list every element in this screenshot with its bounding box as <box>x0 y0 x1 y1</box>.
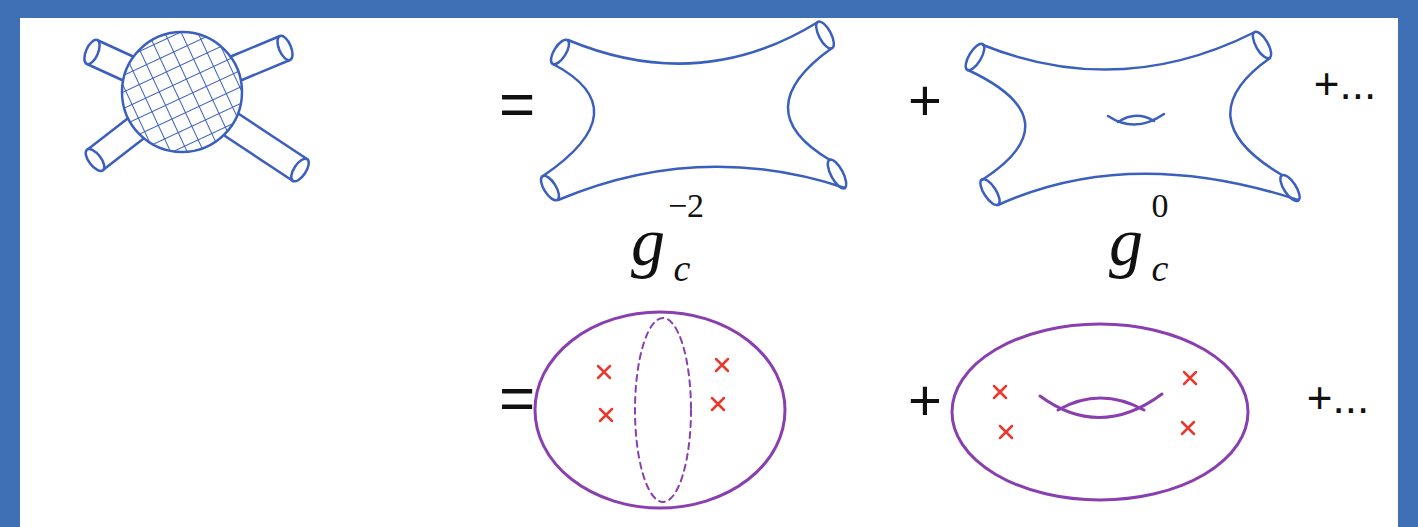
blob-diagram <box>274 34 295 63</box>
one-loop-surface <box>968 70 1025 180</box>
equals-sign: = <box>499 367 535 429</box>
one-loop-surface <box>962 29 1303 208</box>
vertex-operator-marks <box>600 409 612 421</box>
one-loop-surface <box>1118 116 1154 122</box>
torus-worldsheet <box>952 324 1248 500</box>
torus-worldsheet <box>952 324 1248 500</box>
tree-level-surface <box>547 37 572 67</box>
blob-diagram <box>288 156 312 184</box>
tree-level-surface <box>568 22 818 64</box>
blob-diagram <box>81 38 103 67</box>
tree-level-surface <box>543 64 594 176</box>
torus-worldsheet <box>1040 394 1162 418</box>
tree-level-surface <box>824 157 850 191</box>
plus-sign: + <box>908 371 942 429</box>
tree-level-surface <box>788 48 832 160</box>
vertex-operator-marks <box>994 386 1006 398</box>
plus-ellipsis: +... <box>1307 376 1369 420</box>
vertex-operator-marks <box>598 366 610 378</box>
vertex-operator-marks <box>1000 426 1012 438</box>
equals-sign: = <box>499 73 535 135</box>
vertex-operator-marks <box>1182 422 1194 434</box>
tree-level-surface <box>537 173 562 203</box>
slide-frame <box>20 18 1398 527</box>
vertex-operator-marks <box>716 359 728 371</box>
one-loop-surface <box>1230 58 1282 175</box>
coupling-symbol: g <box>631 208 665 276</box>
torus-worldsheet <box>1058 398 1144 410</box>
coupling-exponent: 0 <box>1152 189 1169 223</box>
blob-diagram <box>122 32 242 152</box>
coupling-exponent: −2 <box>668 189 704 223</box>
one-loop-surface <box>1108 114 1164 125</box>
coupling-subscript: c <box>674 249 691 287</box>
one-loop-surface <box>977 176 1003 208</box>
one-loop-surface <box>998 174 1298 205</box>
one-loop-surface <box>962 41 988 73</box>
vertex-operator-marks <box>712 398 724 410</box>
coupling-symbol: g <box>1109 208 1143 276</box>
sphere-worldsheet <box>635 318 691 502</box>
vertex-operator-marks <box>598 359 1196 438</box>
blob-diagram <box>82 146 107 174</box>
sphere-worldsheet <box>535 312 785 508</box>
one-loop-surface <box>1277 172 1303 204</box>
plus-sign: + <box>908 71 942 129</box>
plus-ellipsis: +... <box>1314 62 1376 106</box>
tree-level-surface <box>813 19 838 51</box>
vertex-operator-marks <box>1184 372 1196 384</box>
sphere-worldsheet <box>535 312 785 508</box>
coupling-subscript: c <box>1152 249 1169 287</box>
one-loop-surface <box>983 32 1255 70</box>
tree-level-surface <box>537 19 849 203</box>
blob-diagram <box>81 32 312 184</box>
one-loop-surface <box>1249 29 1274 61</box>
